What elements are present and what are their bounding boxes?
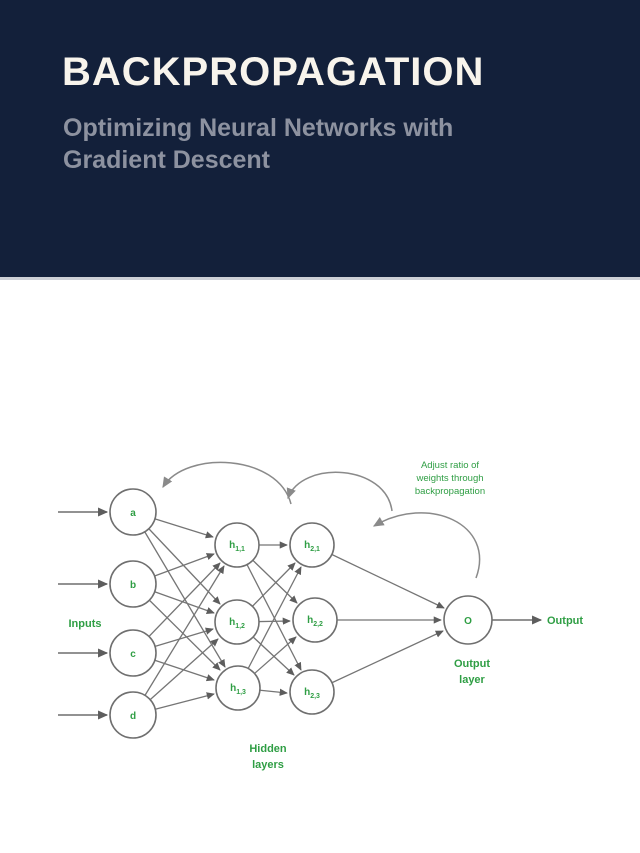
- backprop-annotation: Adjust ratio of weights through backprop…: [415, 460, 485, 497]
- hidden-layer2-nodes: [289, 522, 338, 715]
- output-layer-label-line1: Output: [454, 658, 490, 670]
- page-subtitle-line2: Gradient Descent: [63, 146, 271, 174]
- hidden-node-h22-label: h2,2: [307, 615, 323, 628]
- hidden-node-h13-label: h1,3: [230, 683, 246, 696]
- edge: [132, 565, 225, 716]
- backprop-arc-hidden1-to-input: [162, 461, 292, 505]
- input-node-b: [109, 560, 157, 608]
- node-label-main: h: [304, 540, 310, 551]
- node-label-main: h: [230, 683, 236, 694]
- output-label: Output: [547, 615, 583, 627]
- page-subtitle-line1: Optimizing Neural Networks with: [63, 114, 454, 142]
- page-title: BACKPROPAGATION: [62, 50, 485, 94]
- node-label-main: h: [229, 540, 235, 551]
- input-node-b-label: b: [130, 580, 136, 591]
- hidden-layers-label-line2: layers: [252, 759, 284, 771]
- backprop-annotation-line2: weights through: [415, 473, 483, 484]
- node-label-main: h: [307, 615, 313, 626]
- input-node-c-label: c: [130, 649, 136, 660]
- backprop-arc-output-to-hidden2: [372, 512, 481, 579]
- backpropagation-arcs: [162, 461, 481, 579]
- node-label-sub: 1,2: [235, 623, 245, 630]
- output-layer-label-line2: layer: [459, 674, 485, 686]
- input-node-c: [109, 629, 157, 677]
- edges-input-to-hidden1: [132, 511, 226, 716]
- input-node-d-label: d: [130, 711, 136, 722]
- hidden-node-h22: [292, 597, 338, 643]
- hidden-node-h23-label: h2,3: [304, 687, 320, 700]
- node-label-main: h: [304, 687, 310, 698]
- hidden-node-h12-label: h1,2: [229, 617, 245, 630]
- edge: [132, 511, 226, 668]
- input-layer-nodes: [109, 488, 157, 739]
- hidden-node-h21: [289, 522, 335, 568]
- input-node-a: [109, 488, 157, 536]
- hidden-node-h21-label: h2,1: [304, 540, 320, 553]
- input-node-a-label: a: [130, 508, 136, 519]
- inputs-label: Inputs: [69, 618, 102, 630]
- backprop-annotation-line1: Adjust ratio of: [421, 460, 479, 471]
- output-node-label: O: [464, 616, 472, 627]
- edge: [311, 630, 444, 693]
- input-arrows: [58, 507, 109, 720]
- input-node-d: [109, 691, 157, 739]
- title-banner: BACKPROPAGATION Optimizing Neural Networ…: [0, 0, 640, 280]
- node-label-sub: 2,2: [313, 621, 323, 628]
- hidden-layer1-nodes: [214, 522, 261, 711]
- backprop-annotation-line3: backpropagation: [415, 486, 485, 497]
- hidden-node-h13: [215, 665, 261, 711]
- backprop-arc-hidden2-to-hidden1: [286, 471, 393, 512]
- page-subtitle: Optimizing Neural Networks with Gradient…: [63, 112, 453, 176]
- node-label-sub: 2,3: [310, 693, 320, 700]
- hidden-layers-label-line1: Hidden: [249, 743, 287, 755]
- hidden-node-h11-label: h1,1: [229, 540, 245, 553]
- node-label-sub: 1,1: [235, 546, 245, 553]
- node-label-sub: 2,1: [310, 546, 320, 553]
- hidden-node-h11: [214, 522, 260, 568]
- hidden-node-h23: [289, 669, 335, 715]
- hidden-node-h12: [214, 599, 260, 645]
- node-label-sub: 1,3: [236, 689, 246, 696]
- edge: [311, 544, 445, 609]
- edge: [236, 544, 302, 671]
- node-label-main: h: [229, 617, 235, 628]
- output-node: [443, 595, 493, 645]
